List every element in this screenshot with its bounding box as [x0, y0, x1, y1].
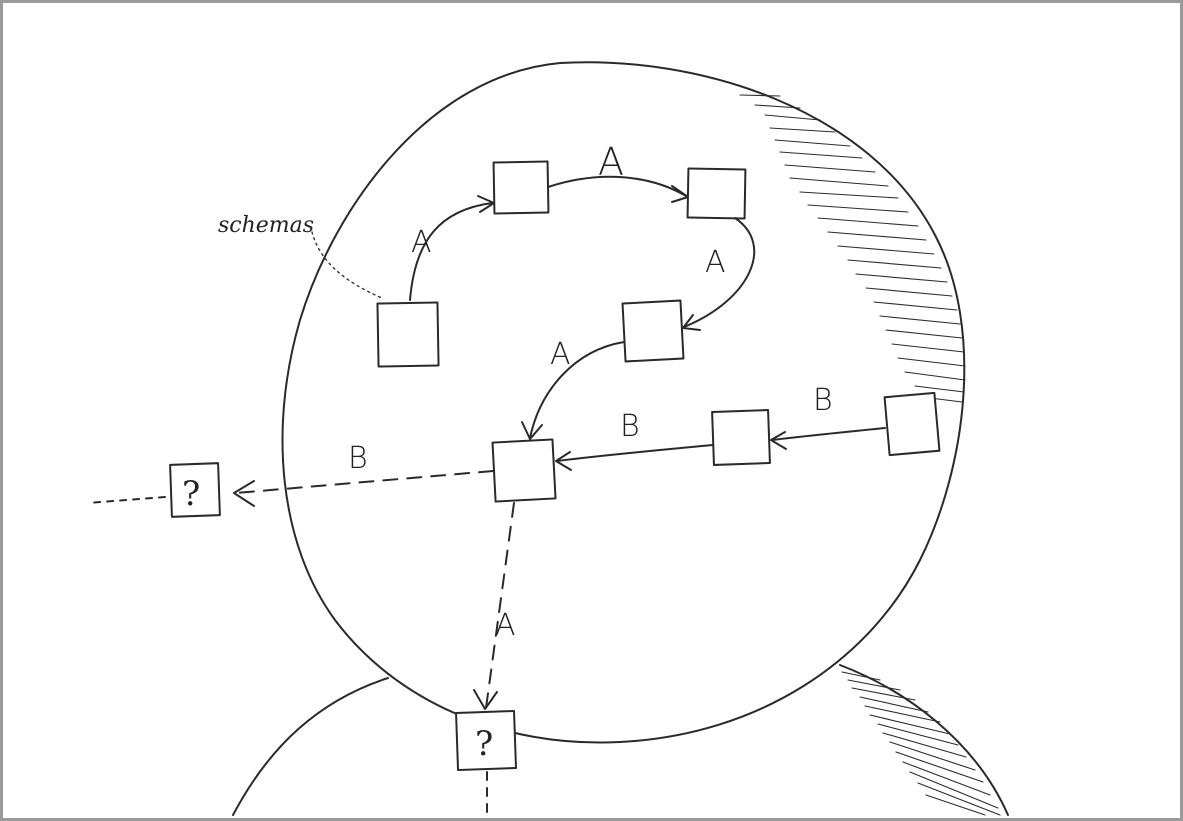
arrow-a-middle-to-center: [529, 341, 625, 439]
schema-node-right-inner: [711, 409, 771, 466]
schemas-pointer: [311, 231, 383, 299]
arrow-b-outer-to-inner: [771, 427, 886, 441]
label-b-right: B: [813, 383, 833, 418]
unknown-node-left-mark: ?: [182, 474, 200, 514]
schema-node-top-right: [686, 167, 747, 220]
arrow-a-top-right-to-middle-head: [682, 314, 701, 331]
schema-node-start: [376, 301, 440, 368]
label-b-middle: B: [620, 409, 640, 444]
arrow-b-outer-to-inner-head: [770, 431, 787, 450]
arrow-a-top-right-to-middle: [683, 217, 756, 328]
arrow-a-center-to-unknown-bottom: [485, 502, 515, 709]
second-head-shading: [841, 671, 1001, 816]
trail-left: [87, 496, 166, 504]
schema-node-top-left: [492, 160, 550, 215]
second-head-outline: [232, 677, 389, 816]
schema-node-middle: [621, 299, 685, 363]
arrow-a-center-to-unknown-bottom-head: [473, 689, 498, 710]
label-b-left: B: [348, 441, 368, 476]
arrow-b-inner-to-center-head: [555, 451, 572, 471]
unknown-node-left: [169, 462, 221, 518]
head-shading: [739, 94, 966, 403]
arrow-b-center-to-unknown-left: [235, 470, 494, 494]
arrow-a-start-to-top-left: [409, 202, 493, 301]
schema-node-right-outer: [883, 391, 941, 457]
arrow-a-start-to-top-left-head: [477, 195, 495, 213]
arrow-b-inner-to-center: [556, 444, 714, 462]
label-a-right: A: [705, 245, 726, 280]
schema-node-center: [491, 438, 557, 503]
unknown-node-bottom-mark: ?: [475, 724, 493, 764]
arrow-b-center-to-unknown-left-head: [233, 480, 255, 507]
arrow-a-middle-to-center-head: [521, 421, 543, 440]
label-a-top: A: [598, 140, 624, 184]
label-a-left: A: [411, 225, 432, 260]
arrow-a-top-left-to-top-right: [547, 175, 687, 197]
arrow-a-top-left-to-top-right-head: [671, 185, 689, 203]
head-outline: [281, 61, 966, 744]
label-a-down: A: [495, 608, 516, 643]
label-a-middle: A: [550, 337, 571, 372]
unknown-node-bottom: [455, 710, 517, 771]
schemas-annotation: schemas: [218, 213, 314, 238]
